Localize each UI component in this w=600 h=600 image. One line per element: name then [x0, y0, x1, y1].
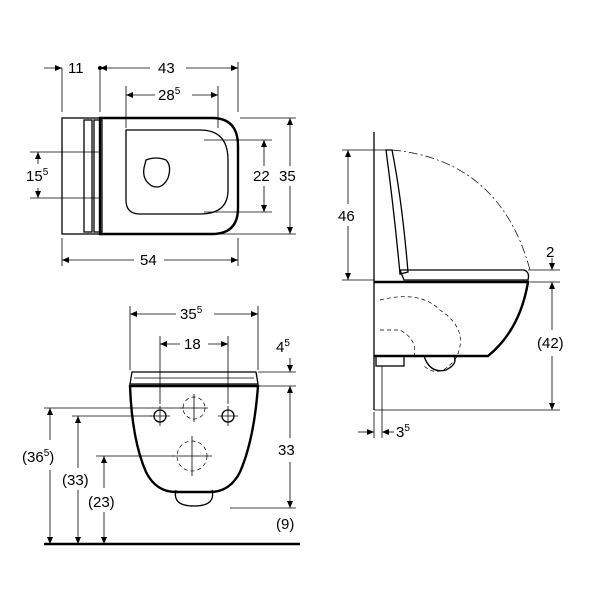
side-view-lid-arc	[391, 149, 531, 271]
dim-46-label: 46	[338, 208, 355, 225]
dim-11-label: 11	[68, 60, 84, 77]
dim-36-5-label: (365)	[22, 448, 54, 466]
dim-35-5-label: 355	[180, 305, 203, 323]
side-view-bowl	[374, 280, 530, 358]
dim-18-label: 18	[184, 336, 201, 353]
mounting-hole-right	[218, 406, 238, 426]
dim-28-5-label: 285	[158, 86, 181, 104]
top-view: 11 43 285 155 22	[26, 60, 296, 269]
top-view-hinge-right	[93, 119, 103, 233]
side-view: 46 2 (42) 35	[338, 132, 564, 441]
front-view: 355 18 45 33 (9) (365)	[22, 305, 300, 546]
dim-15-5-label: 155	[26, 167, 49, 185]
top-view-bowl-opening	[125, 129, 229, 215]
side-view-lid	[385, 149, 409, 275]
waste-outlet-hole	[172, 436, 212, 476]
dim-4-5-label: 45	[276, 338, 290, 356]
dim-23-label: (23)	[88, 494, 115, 511]
front-view-outlet	[174, 489, 214, 507]
side-view-bracket	[375, 355, 405, 367]
top-view-hinge-left	[83, 119, 93, 233]
dim-43-label: 43	[158, 60, 175, 77]
dim-9-label: (9)	[276, 516, 294, 533]
mounting-hole-left	[150, 406, 170, 426]
side-view-seat	[399, 269, 530, 281]
water-inlet-hole	[180, 394, 208, 422]
dim-2-label: 2	[546, 244, 554, 261]
dim-22-label: 22	[253, 168, 270, 185]
dim-42-label: (42)	[537, 335, 564, 352]
top-view-seat-outline	[98, 116, 240, 236]
side-view-trap	[379, 296, 461, 372]
top-view-rim-drop	[143, 157, 171, 188]
dim-33-label: 33	[278, 442, 295, 459]
front-view-bowl	[128, 384, 260, 494]
side-view-outlet	[423, 355, 456, 372]
dim-3-5-label: 35	[396, 423, 410, 441]
front-view-seat	[129, 371, 259, 385]
dim-33-paren-label: (33)	[62, 472, 89, 489]
dim-35-label: 35	[279, 168, 296, 185]
dim-54-label: 54	[140, 252, 157, 269]
